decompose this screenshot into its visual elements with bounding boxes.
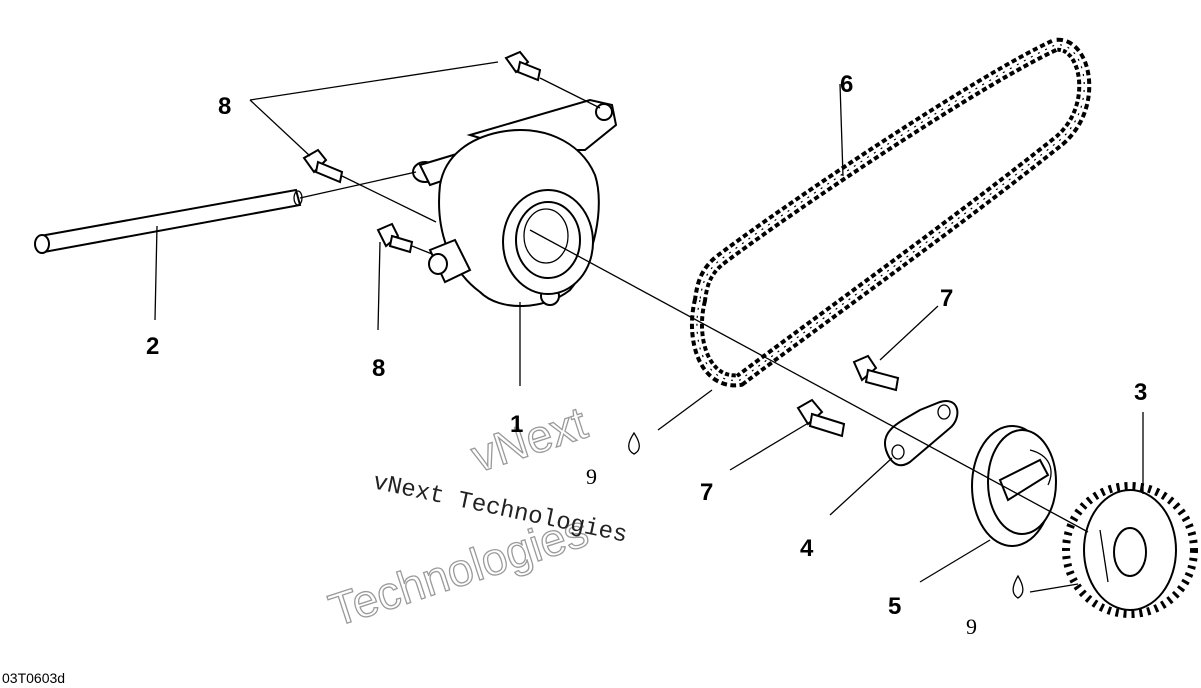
- callout-6: 6: [840, 71, 853, 98]
- callout-9-right: 9: [966, 614, 977, 639]
- bolt-8-lower: [376, 222, 414, 254]
- callout-1: 1: [510, 411, 523, 438]
- lubricant-drop-icon: [628, 431, 640, 455]
- bolt-7-upper: [852, 354, 900, 392]
- bolt-8-middle: [302, 148, 344, 184]
- bolt-7-lower: [796, 398, 846, 438]
- callout-9-left: 9: [586, 464, 597, 489]
- figure-code: 03T0603d: [2, 670, 65, 686]
- callout-8-upper: 8: [218, 93, 231, 120]
- shaft-part: [34, 188, 303, 254]
- lubricant-drop-icon: [1012, 574, 1024, 599]
- watermark-outline-line1: vNext: [465, 396, 593, 482]
- callout-7-upper: 7: [940, 285, 953, 312]
- callout-8-lower: 8: [372, 355, 385, 382]
- chain-part: [690, 37, 1092, 388]
- callout-4: 4: [800, 535, 814, 562]
- assembly-lines: [299, 77, 1089, 533]
- leader-lines: [154, 61, 1144, 593]
- callout-7-lower: 7: [700, 479, 713, 506]
- guide-pulley-part: [971, 425, 1057, 547]
- callout-5: 5: [888, 593, 901, 620]
- bearing-housing-part: [412, 98, 618, 308]
- callout-3: 3: [1134, 379, 1147, 406]
- sprocket-part: [1062, 482, 1198, 618]
- callout-2: 2: [146, 333, 159, 360]
- watermark: vNext Technologies vNext Technologies: [322, 396, 629, 637]
- bolt-8-top: [504, 50, 542, 82]
